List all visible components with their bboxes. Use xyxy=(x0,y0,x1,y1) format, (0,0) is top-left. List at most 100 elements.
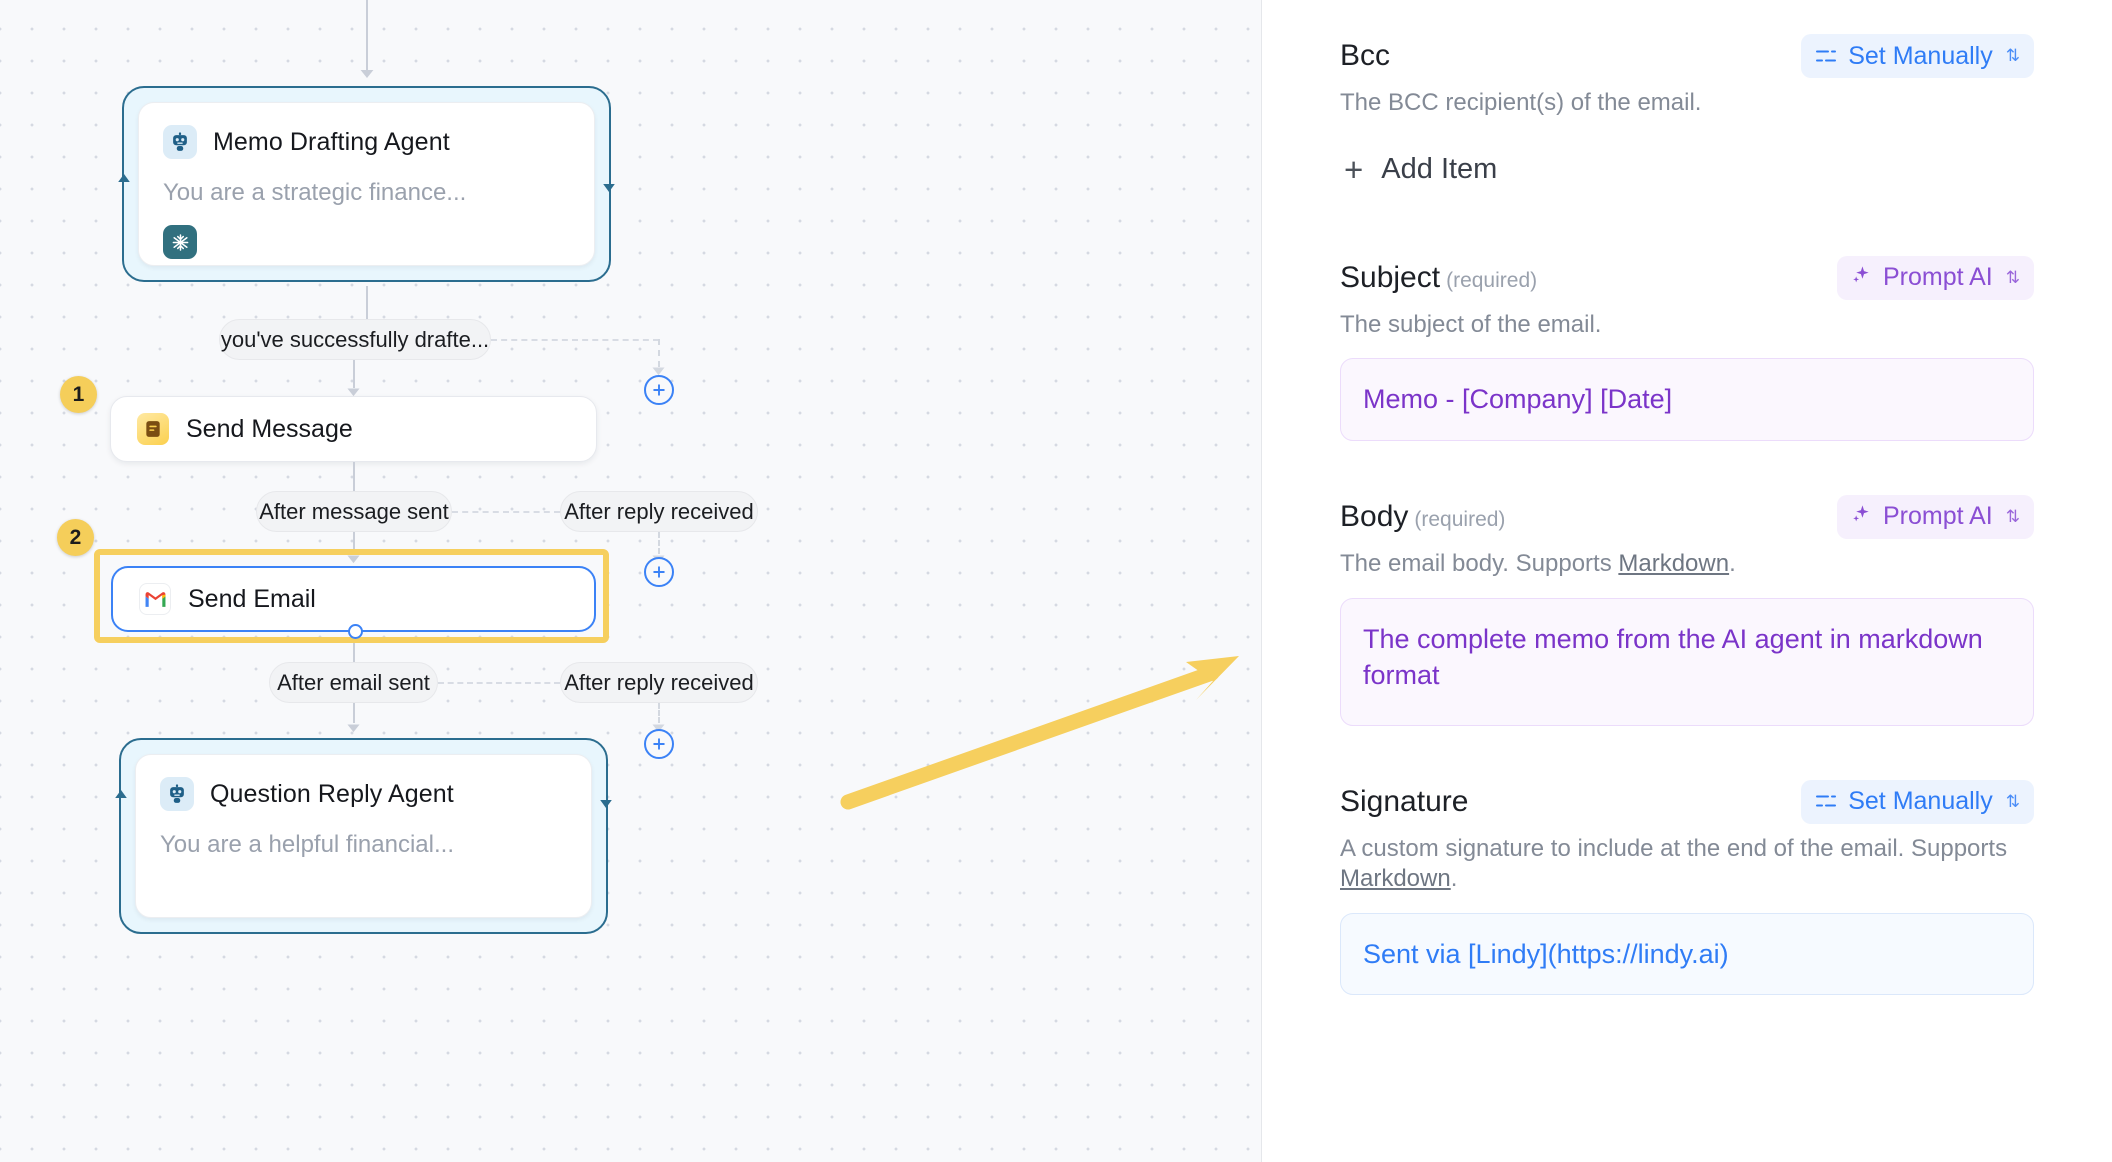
field-label-text: Signature xyxy=(1340,784,1469,818)
chevron-updown-icon: ⇅ xyxy=(2005,267,2020,287)
arrowhead-branch-1 xyxy=(650,360,666,376)
branch-dashed-vline-3 xyxy=(658,703,660,723)
loop-arrow-right-icon xyxy=(597,788,615,815)
chevron-updown-icon: ⇅ xyxy=(2005,506,2020,526)
agent-title: Question Reply Agent xyxy=(210,779,454,808)
robot-icon xyxy=(163,125,197,159)
sparkles-icon xyxy=(1851,502,1872,531)
chevron-updown-icon: ⇅ xyxy=(2005,46,2020,65)
node-bottom-handle[interactable] xyxy=(348,624,363,639)
arrowhead-branch-3 xyxy=(650,717,666,733)
connector-to-question-agent xyxy=(353,703,355,723)
mode-label: Prompt AI xyxy=(1882,502,1993,531)
node-label: Send Email xyxy=(188,584,316,613)
agent-header: Memo Drafting Agent xyxy=(163,125,570,159)
add-node-button-3[interactable] xyxy=(644,729,674,759)
field-label: Body(required) xyxy=(1340,500,1505,534)
field-label-text: Subject xyxy=(1340,260,1441,294)
node-question-reply-agent[interactable]: Question Reply Agent You are a helpful f… xyxy=(115,738,612,934)
agent-subtitle: You are a helpful financial... xyxy=(160,831,454,858)
agent-header: Question Reply Agent xyxy=(160,777,567,811)
branch-dashed-3 xyxy=(438,682,560,684)
required-marker: (required) xyxy=(1414,507,1506,531)
field-body: Body(required) Prompt AI ⇅ The email bod… xyxy=(1340,485,2034,726)
edge-label-after-reply-received-2[interactable]: After reply received xyxy=(560,662,758,703)
node-label: Send Message xyxy=(186,414,353,443)
field-subject: Subject(required) Prompt AI ⇅ The subjec… xyxy=(1340,246,2034,441)
sparkles-icon xyxy=(1851,263,1872,292)
connector-to-send-email xyxy=(353,532,355,554)
markdown-link[interactable]: Markdown xyxy=(1618,549,1730,577)
edge-label-drafted[interactable]: you've successfully drafte... xyxy=(219,319,491,360)
arrowhead-send-message xyxy=(345,381,361,397)
field-label-text: Body xyxy=(1340,499,1409,533)
branch-dashed-vline-2 xyxy=(658,532,660,554)
signature-input[interactable]: Sent via [Lindy](https://lindy.ai) xyxy=(1340,913,2034,996)
mode-label: Set Manually xyxy=(1848,787,1993,816)
mode-selector-bcc[interactable]: Set Manually ⇅ xyxy=(1801,34,2034,78)
field-description: The BCC recipient(s) of the email. xyxy=(1340,89,1702,116)
required-marker: (required) xyxy=(1446,268,1538,292)
add-item-button-bcc[interactable]: + Add Item xyxy=(1344,153,1497,186)
add-node-button-2[interactable] xyxy=(644,557,674,587)
branch-dashed-1 xyxy=(491,339,659,341)
agent-subtitle: You are a strategic finance... xyxy=(163,179,467,206)
desc-pre: The email body. Supports xyxy=(1340,549,1619,577)
mode-selector-body[interactable]: Prompt AI ⇅ xyxy=(1836,494,2034,539)
node-memo-drafting-agent[interactable]: Memo Drafting Agent You are a strategic … xyxy=(118,86,615,282)
markdown-link[interactable]: Markdown xyxy=(1340,865,1451,893)
field-header: Subject(required) Prompt AI ⇅ xyxy=(1340,255,2034,300)
sliders-icon xyxy=(1815,42,1837,71)
field-header: Bcc Set Manually ⇅ xyxy=(1340,34,2034,78)
arrowhead-top xyxy=(358,62,374,78)
field-header: Signature Set Manually ⇅ xyxy=(1340,779,2034,824)
branch-dashed-vline-1 xyxy=(658,339,660,367)
loop-arrow-right-icon xyxy=(600,172,618,199)
agent-card[interactable]: Memo Drafting Agent You are a strategic … xyxy=(138,102,595,266)
add-item-label: Add Item xyxy=(1381,152,1498,185)
mode-selector-subject[interactable]: Prompt AI ⇅ xyxy=(1836,255,2034,300)
edge-label-after-reply-received-1[interactable]: After reply received xyxy=(560,491,758,532)
plus-icon: + xyxy=(1344,150,1364,188)
sliders-icon xyxy=(1815,787,1837,816)
mode-selector-signature[interactable]: Set Manually ⇅ xyxy=(1801,779,2034,824)
subject-input[interactable]: Memo - [Company] [Date] xyxy=(1340,358,2034,441)
gmail-icon xyxy=(139,583,171,615)
field-signature: Signature Set Manually ⇅ A custom signat… xyxy=(1340,770,2034,996)
branch-dashed-2 xyxy=(452,511,560,513)
panel-divider xyxy=(1261,0,1262,1162)
loop-arrow-left-icon xyxy=(112,788,130,815)
robot-icon xyxy=(160,777,194,811)
node-send-message[interactable]: Send Message xyxy=(110,396,597,462)
message-icon xyxy=(137,413,169,445)
field-label: Bcc xyxy=(1340,39,1390,73)
desc-pre: A custom signature to include at the end… xyxy=(1340,834,2008,862)
workflow-canvas[interactable]: Memo Drafting Agent You are a strategic … xyxy=(0,0,1262,1162)
order-badge-2: 2 xyxy=(57,519,94,556)
connector-send-email-down xyxy=(353,643,355,663)
field-header: Body(required) Prompt AI ⇅ xyxy=(1340,494,2034,539)
desc-post: . xyxy=(1450,865,1458,893)
field-description: The subject of the email. xyxy=(1340,310,1602,338)
connector-top xyxy=(366,0,368,70)
config-panel: Bcc Set Manually ⇅ The BCC recipient(s) … xyxy=(1262,0,2112,1162)
add-node-button-1[interactable] xyxy=(644,375,674,405)
field-bcc: Bcc Set Manually ⇅ The BCC recipient(s) … xyxy=(1340,24,2034,186)
order-badge-1: 1 xyxy=(60,376,97,413)
node-send-email[interactable]: Send Email xyxy=(111,566,596,639)
agent-card[interactable]: Question Reply Agent You are a helpful f… xyxy=(135,754,592,918)
mode-label: Prompt AI xyxy=(1882,263,1993,292)
field-description: The email body. Supports Markdown. xyxy=(1340,549,2034,580)
edge-label-after-email-sent[interactable]: After email sent xyxy=(269,662,438,703)
integration-icon[interactable] xyxy=(163,225,197,259)
agent-title: Memo Drafting Agent xyxy=(213,127,450,156)
agent-tool-list xyxy=(163,225,570,259)
arrowhead-send-email xyxy=(345,548,361,564)
field-label-text: Bcc xyxy=(1340,39,1391,72)
field-description: A custom signature to include at the end… xyxy=(1340,834,2034,895)
body-input[interactable]: The complete memo from the AI agent in m… xyxy=(1340,597,2034,726)
connector-pill-to-send-message xyxy=(353,360,355,388)
edge-label-after-message-sent[interactable]: After message sent xyxy=(256,491,452,532)
loop-arrow-left-icon xyxy=(115,172,133,199)
field-label: Signature xyxy=(1340,785,1468,819)
